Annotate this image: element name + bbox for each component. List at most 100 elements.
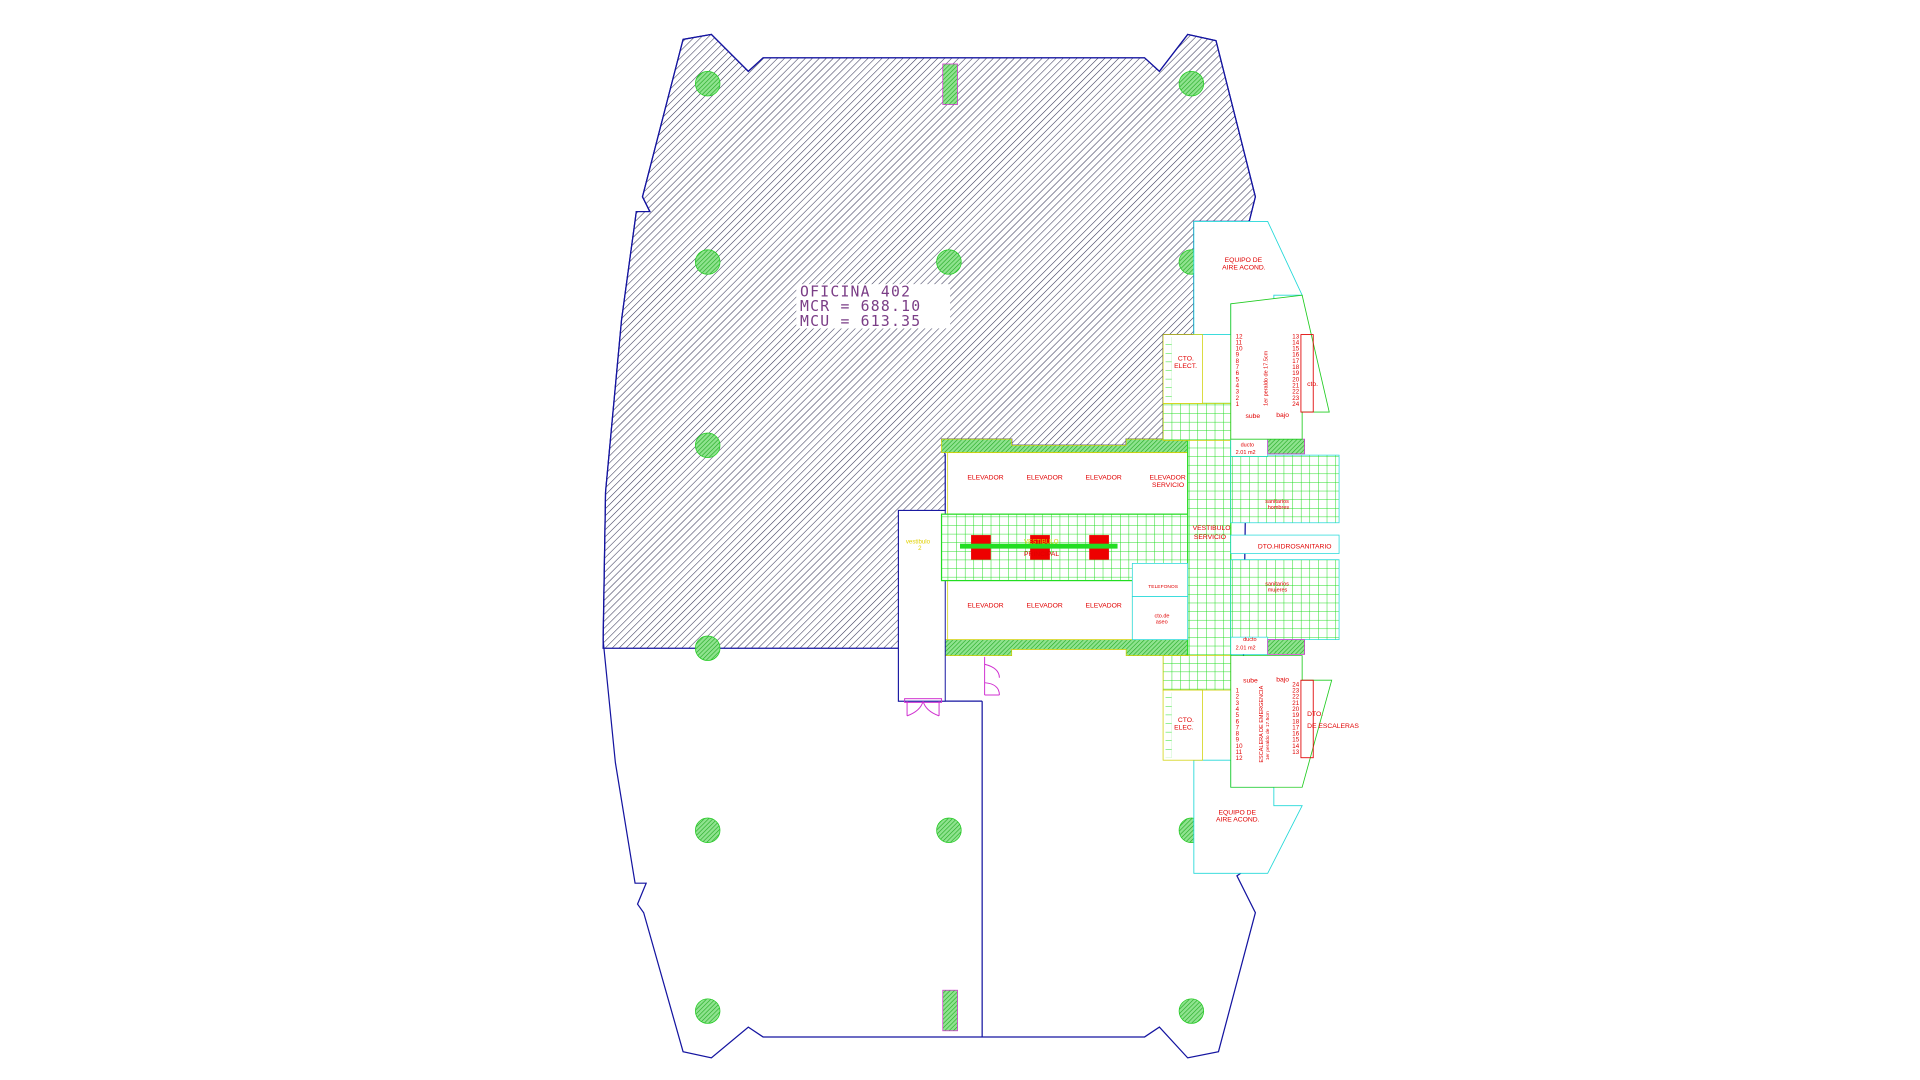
stair-step-number: 16 — [1292, 352, 1299, 359]
column — [695, 70, 721, 97]
men-restroom-label: sanitarios — [1265, 499, 1289, 505]
column — [695, 998, 721, 1024]
stair-step-number: 17 — [1292, 358, 1299, 365]
corridor-grid-south — [1162, 655, 1232, 691]
door-single[interactable] — [984, 656, 1000, 696]
stair-step-number: 9 — [1236, 737, 1240, 744]
duct-bottom-label: 2.01 m2 — [1236, 645, 1256, 651]
column — [695, 817, 721, 843]
stair-step-number: 19 — [1292, 370, 1299, 377]
south-elec-panel — [1165, 692, 1172, 758]
elevator-label: ELEVADOR — [967, 475, 1003, 482]
stair-step-number: 6 — [1236, 718, 1240, 725]
stair-step-number: 15 — [1292, 737, 1299, 744]
columns — [695, 63, 1205, 1032]
north-shaft-label: cto. — [1307, 381, 1318, 388]
stair-step-number: 2 — [1236, 395, 1240, 402]
door-double[interactable] — [904, 698, 943, 717]
stair-step-number: 12 — [1236, 755, 1243, 762]
men-restroom-label: hombres — [1268, 505, 1290, 511]
stair-step-number: 3 — [1236, 389, 1240, 396]
column — [1178, 70, 1205, 97]
shaft-north — [942, 63, 958, 105]
column — [695, 432, 721, 458]
stair-step-number: 11 — [1236, 339, 1243, 346]
north-elec-panel — [1165, 337, 1172, 402]
service-elevator-label: ELEVADOR — [1150, 475, 1186, 482]
office-mcr: MCR = 688.10 — [800, 298, 921, 315]
south-ac-label: EQUIPO DE — [1218, 809, 1256, 816]
stair-step-number: 17 — [1292, 724, 1299, 731]
phones-label: TELEFONOS — [1148, 584, 1178, 590]
stair-step-number: 4 — [1236, 706, 1240, 713]
stair-step-number: 2 — [1236, 694, 1240, 701]
cleaning-room — [1131, 596, 1189, 641]
lobby-2-label: 2 — [918, 545, 922, 552]
stair-step-number: 18 — [1292, 718, 1299, 725]
lobby-2 — [897, 509, 946, 702]
north-ac-label: AIRE ACOND. — [1222, 264, 1266, 271]
north-shaft — [1300, 334, 1314, 413]
column — [695, 635, 721, 661]
duct-top-label: ducto — [1241, 443, 1255, 449]
column — [1178, 998, 1205, 1024]
north-elec-label: CTO. — [1178, 355, 1194, 362]
stair-step-number: 4 — [1236, 382, 1240, 389]
elevator-label: ELEVADOR — [1026, 603, 1062, 610]
south-shaft-label: DTO. — [1307, 711, 1323, 718]
duct-bottom-label: ducto — [1243, 637, 1257, 643]
cleaning-label: aseo — [1156, 620, 1168, 626]
stair-step-number: 7 — [1236, 364, 1240, 371]
stair-step-number: 10 — [1236, 346, 1243, 353]
stair-step-number: 10 — [1236, 743, 1243, 750]
stair-step-number: 20 — [1292, 376, 1299, 383]
north-up-label: sube — [1246, 413, 1261, 420]
stair-step-number: 16 — [1292, 731, 1299, 738]
office-name: OFICINA 402 — [800, 283, 911, 300]
women-restroom-label: mujeres — [1268, 588, 1288, 594]
south-shaft-label: DE ESCALERAS — [1307, 723, 1359, 730]
office-label-bg — [796, 284, 951, 329]
south-elec-label: ELEC. — [1174, 724, 1194, 731]
stair-step-number: 14 — [1292, 339, 1299, 346]
cleaning-label: cto.de — [1154, 613, 1169, 619]
stair-step-number: 14 — [1292, 743, 1299, 750]
stair-step-number: 22 — [1292, 694, 1299, 701]
column — [695, 249, 721, 275]
south-down-label: bajo — [1276, 676, 1289, 683]
plumbing-label: DTO.HIDROSANITARIO — [1258, 544, 1332, 551]
plumbing-duct — [1230, 534, 1340, 554]
elevator-bank-bottom — [947, 580, 1133, 641]
service-elevator-label: SERVICIO — [1152, 482, 1184, 489]
south-shaft — [1300, 679, 1314, 759]
stair-step-number: 21 — [1292, 382, 1299, 389]
stair-step-number: 24 — [1292, 401, 1299, 408]
elevator-markers — [960, 535, 1118, 560]
stair-step-number: 8 — [1236, 358, 1240, 365]
south-stair-note: ESCALERA DE EMERGENCIA — [1259, 685, 1265, 762]
elevator-label: ELEVADOR — [1026, 475, 1062, 482]
stair-step-number: 1 — [1236, 688, 1240, 695]
stair-step-number: 8 — [1236, 731, 1240, 738]
north-stair-note: 1er peraldo de 17.5cm — [1264, 350, 1270, 406]
office-mcu: MCU = 613.35 — [800, 313, 921, 330]
stair-step-number: 12 — [1236, 333, 1243, 340]
stair-step-number: 9 — [1236, 352, 1240, 359]
stair-step-number: 15 — [1292, 346, 1299, 353]
elevator-label: ELEVADOR — [967, 603, 1003, 610]
column — [936, 817, 962, 843]
lobby-2-label: vestibulo — [906, 539, 931, 546]
elevator-label: ELEVADOR — [1086, 603, 1122, 610]
south-stair — [1230, 655, 1333, 788]
duct-top-label: 2.01 m2 — [1236, 450, 1256, 456]
main-lobby-label: PRINCIPAL — [1024, 551, 1059, 558]
south-ac-label: AIRE ACOND. — [1216, 817, 1260, 824]
stair-step-number: 19 — [1292, 712, 1299, 719]
stair-step-number: 7 — [1236, 724, 1240, 731]
south-stair-note: 1er peraldo de 17.5cm — [1265, 711, 1271, 760]
elevator-bank-top — [947, 452, 1189, 515]
north-ac-label: EQUIPO DE — [1225, 257, 1263, 264]
